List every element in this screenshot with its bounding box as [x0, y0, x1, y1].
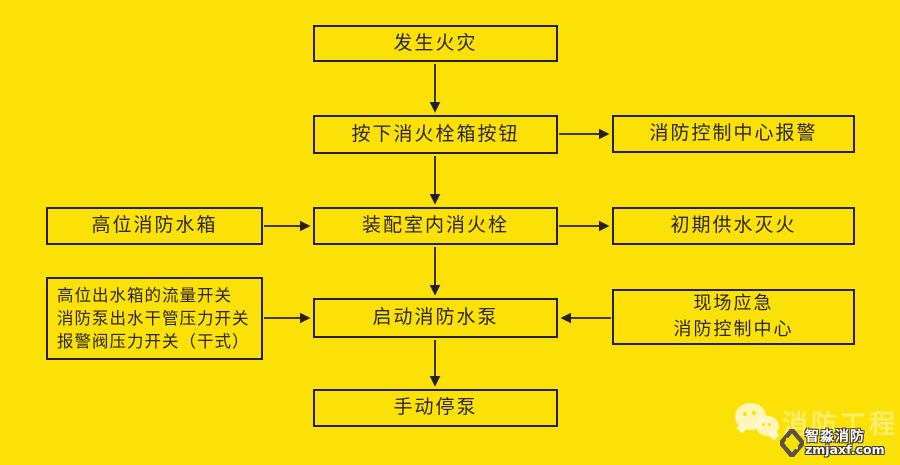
- node-label-line: 高位出水箱的流量开关: [57, 286, 232, 305]
- wechat-bubble-eye: [743, 412, 747, 416]
- node-manual-pump-stop: 手动停泵: [313, 389, 558, 427]
- node-label: 高位消防水箱: [91, 214, 218, 237]
- node-initial-water-supply: 初期供水灭火: [612, 207, 855, 245]
- wechat-bubble-small: [756, 416, 780, 441]
- node-equip-indoor-hydrant: 装配室内消火栓: [313, 207, 558, 245]
- node-label: 装配室内消火栓: [361, 214, 509, 237]
- node-label-line: 消防泵出水干管压力开关: [57, 309, 250, 328]
- node-label: 手动停泵: [393, 396, 478, 419]
- node-label: 发生火灾: [393, 31, 478, 54]
- node-press-hydrant-box-button: 按下消火栓箱按钮: [313, 115, 558, 154]
- wechat-bubble-eye: [762, 423, 765, 426]
- node-label: 按下消火栓箱按钮: [351, 122, 520, 145]
- node-label-line: 现场应急: [693, 293, 774, 314]
- wechat-icon: [735, 403, 785, 445]
- node-label-line: 报警阀压力开关（干式）: [57, 332, 250, 351]
- watermark-logo-url: zmjaxf.com: [805, 442, 885, 457]
- node-pressure-flow-switches: 高位出水箱的流量开关 消防泵出水干管压力开关 报警阀压力开关（干式）: [46, 277, 263, 360]
- node-label-line: 消防控制中心: [673, 319, 794, 340]
- node-start-fire-pump: 启动消防水泵: [313, 298, 558, 338]
- node-label: 消防控制中心报警: [649, 122, 818, 145]
- node-control-center-alarm: 消防控制中心报警: [612, 115, 855, 153]
- watermark: 消防工程 智淼消防 zmjaxf.com: [730, 398, 900, 465]
- watermark-brand-text: 消防工程: [782, 410, 899, 440]
- zhimiao-diamond-icon: [780, 429, 804, 457]
- node-onsite-emergency-control: 现场应急 消防控制中心: [612, 289, 855, 345]
- wechat-bubble-tail: [768, 429, 780, 441]
- watermark-logo-text: 智淼消防: [805, 429, 865, 445]
- node-label: 启动消防水泵: [372, 306, 499, 329]
- zhimiao-logo: 智淼消防 zmjaxf.com: [780, 426, 900, 464]
- node-fire-occurs: 发生火灾: [313, 25, 558, 62]
- wechat-bubble-eye: [752, 411, 756, 415]
- node-high-level-fire-water-tank: 高位消防水箱: [46, 207, 263, 245]
- wechat-bubble-eye: [768, 423, 771, 426]
- wechat-bubble-tail: [736, 422, 748, 434]
- node-label: 初期供水灭火: [670, 214, 797, 237]
